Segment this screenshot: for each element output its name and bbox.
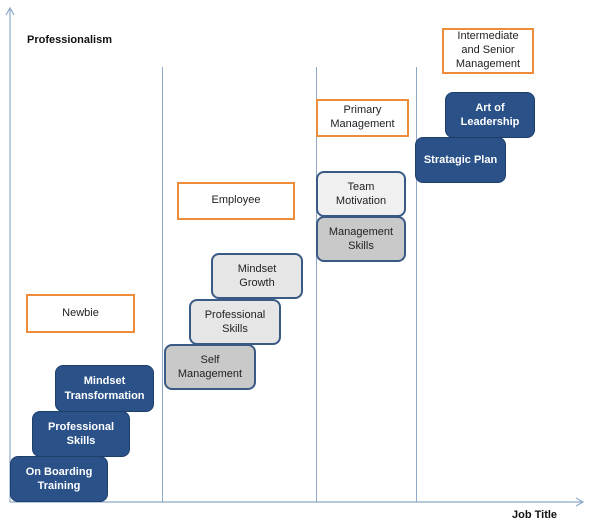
stage-newbie: Newbie <box>26 294 135 333</box>
block-mindset-growth: Mindset Growth <box>211 253 303 299</box>
x-axis-arrow-icon <box>575 497 585 507</box>
stage-senior-management: Intermediate and Senior Management <box>442 28 534 74</box>
block-on-boarding-training: On Boarding Training <box>10 456 108 502</box>
block-self-management: Self Management <box>164 344 256 390</box>
block-mindset-transformation: Mindset Transformation <box>55 365 154 412</box>
block-art-of-leadership: Art of Leadership <box>445 92 535 138</box>
stage-employee: Employee <box>177 182 295 220</box>
column-divider <box>162 67 163 502</box>
y-axis-label: Professionalism <box>27 34 112 46</box>
block-professional-skills-employee: Professional Skills <box>189 299 281 345</box>
x-axis-label: Job Title <box>512 509 558 521</box>
column-divider <box>416 67 417 502</box>
block-team-motivation: Team Motivation <box>316 171 406 217</box>
y-axis-arrow-icon <box>5 6 15 16</box>
stage-primary-management: Primary Management <box>316 99 409 137</box>
block-management-skills: Management Skills <box>316 216 406 262</box>
block-stratagic-plan: Stratagic Plan <box>415 137 506 183</box>
block-professional-skills: Professional Skills <box>32 411 130 457</box>
column-divider <box>316 67 317 502</box>
